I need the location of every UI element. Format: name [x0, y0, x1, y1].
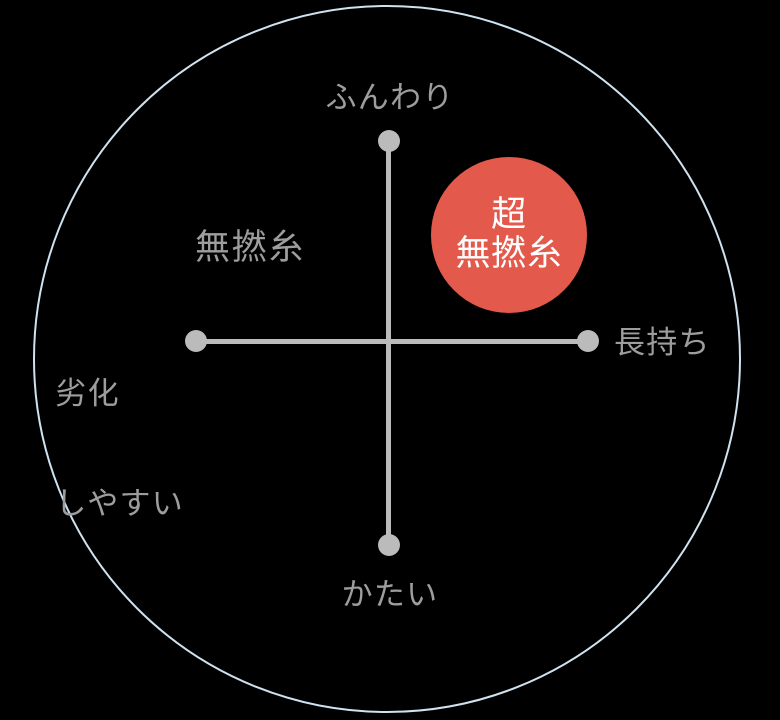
axis-label-left: 劣化 しやすい	[55, 303, 184, 596]
axis-label-bottom: かたい	[341, 577, 439, 613]
quadrant-annotation-label: 無撚糸	[195, 228, 306, 268]
highlighted-marker-bubble: 超 無撚糸	[431, 157, 587, 313]
axis-endpoint-dot-right	[577, 330, 599, 352]
axis-endpoint-dot-bottom	[378, 534, 400, 556]
axis-label-top: ふんわり	[325, 80, 455, 116]
axis-label-left-line2: しやすい	[55, 485, 184, 522]
axis-endpoint-dot-left	[185, 330, 207, 352]
axis-label-left-line1: 劣化	[55, 376, 120, 413]
boundary-circle	[33, 5, 741, 713]
horizontal-axis-line	[196, 339, 589, 344]
marker-label-line2: 無撚糸	[455, 234, 563, 274]
axis-endpoint-dot-top	[378, 130, 400, 152]
axis-label-right: 長持ち	[614, 325, 711, 361]
marker-label-line1: 超	[491, 194, 527, 235]
